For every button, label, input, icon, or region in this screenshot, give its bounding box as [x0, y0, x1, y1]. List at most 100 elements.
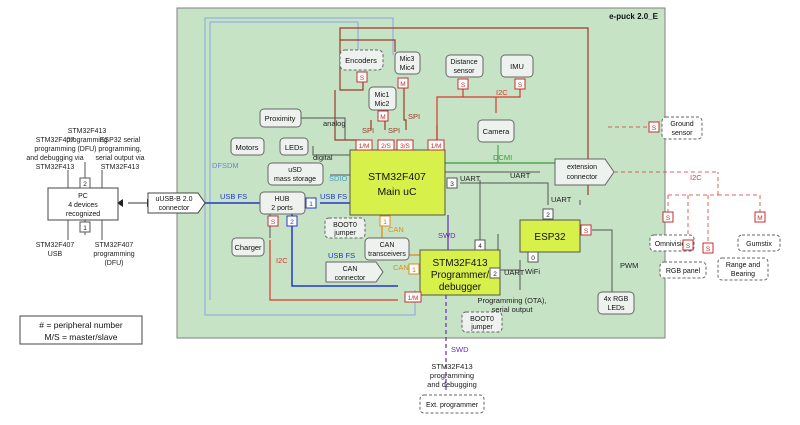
svg-text:Mic2: Mic2 — [375, 101, 390, 108]
svg-text:SWD: SWD — [438, 231, 456, 240]
svg-text:4 devices: 4 devices — [68, 202, 98, 209]
svg-text:I2C: I2C — [496, 88, 508, 97]
svg-text:I2C: I2C — [690, 173, 702, 182]
svg-text:USB FS: USB FS — [220, 192, 247, 201]
svg-text:analog: analog — [323, 119, 346, 128]
svg-text:SPI: SPI — [408, 112, 420, 121]
svg-text:4x RGB: 4x RGB — [604, 296, 629, 303]
svg-text:serial output via: serial output via — [95, 155, 144, 162]
svg-text:ESP32 serial: ESP32 serial — [100, 137, 141, 144]
svg-text:transceivers: transceivers — [368, 251, 406, 258]
svg-text:S: S — [271, 219, 276, 226]
usd-block — [267, 162, 324, 186]
ground-sensor-block — [661, 116, 703, 140]
svg-text:recognized: recognized — [66, 211, 100, 218]
svg-text:Ground: Ground — [670, 121, 693, 128]
svg-text:1/M: 1/M — [359, 143, 370, 150]
encoders-block — [339, 49, 384, 71]
svg-text:and debugging via: and debugging via — [26, 155, 83, 162]
svg-text:0: 0 — [531, 255, 535, 262]
svg-text:Gumstix: Gumstix — [746, 241, 772, 248]
svg-text:S: S — [461, 82, 466, 89]
svg-text:S: S — [652, 125, 657, 132]
programmer-role-2: debugger — [439, 282, 482, 293]
rgb-leds-block — [597, 291, 635, 315]
svg-text:DFSDM: DFSDM — [212, 161, 239, 170]
svg-text:UART: UART — [460, 174, 481, 183]
svg-text:programming: programming — [66, 137, 107, 144]
mic12-block — [368, 86, 397, 111]
svg-text:IMU: IMU — [510, 62, 524, 71]
svg-text:Mic1: Mic1 — [375, 92, 390, 99]
svg-text:PC: PC — [78, 193, 88, 200]
svg-text:BOOT0: BOOT0 — [470, 316, 494, 323]
gumstix-block — [737, 234, 781, 252]
charger-block — [231, 237, 265, 257]
svg-text:S: S — [706, 246, 711, 253]
svg-text:programming: programming — [430, 371, 474, 380]
bus-labels: DFSDM analog digital SDIO SPI SPI SPI I2… — [212, 88, 702, 389]
svg-text:Encoders: Encoders — [345, 56, 377, 65]
esp32-label: ESP32 — [534, 232, 566, 243]
svg-text:HUB: HUB — [275, 196, 290, 203]
svg-text:2: 2 — [493, 271, 497, 278]
svg-text:STM32F407: STM32F407 — [95, 242, 134, 249]
svg-text:USB: USB — [48, 251, 63, 258]
svg-text:CAN: CAN — [380, 242, 395, 249]
svg-text:Mic4: Mic4 — [400, 65, 415, 72]
svg-text:2: 2 — [83, 181, 87, 188]
svg-text:STM32F413: STM32F413 — [101, 164, 140, 171]
svg-text:CAN: CAN — [388, 225, 404, 234]
pc-port-notes: STM32F413 programming (DFU) STM32F407 pr… — [26, 128, 144, 267]
svg-text:Mic3: Mic3 — [400, 56, 415, 63]
svg-text:SPI: SPI — [388, 126, 400, 135]
svg-text:RGB panel: RGB panel — [666, 268, 701, 275]
svg-text:(DFU): (DFU) — [104, 260, 123, 267]
main-uc-chip — [349, 149, 446, 216]
svg-text:3/S: 3/S — [400, 143, 410, 150]
range-bearing-block — [717, 257, 769, 281]
svg-text:USB FS: USB FS — [320, 192, 347, 201]
svg-text:and debugging: and debugging — [427, 380, 477, 389]
spi-bus — [334, 27, 589, 195]
svg-text:WiFi: WiFi — [525, 267, 540, 276]
port-badges: S M M S S 1/M 2/S 3/S 1/M 3 2 S 0 4 2 1 … — [79, 71, 766, 303]
svg-text:2/S: 2/S — [381, 143, 391, 150]
svg-text:M: M — [400, 81, 405, 88]
svg-text:BOOT0: BOOT0 — [333, 222, 357, 229]
svg-text:connector: connector — [159, 205, 190, 212]
arrow-left-icon — [117, 199, 123, 207]
svg-text:programming: programming — [34, 146, 75, 153]
boot0-main-block — [324, 217, 366, 239]
extension-connector-block — [554, 158, 615, 186]
svg-text:Camera: Camera — [483, 127, 511, 136]
svg-text:I2C: I2C — [276, 256, 288, 265]
svg-text:1/M: 1/M — [408, 295, 419, 302]
svg-text:1: 1 — [383, 219, 387, 226]
svg-text:STM32F407: STM32F407 — [36, 137, 75, 144]
legend-line-1: # = peripheral number — [39, 320, 123, 330]
svg-text:STM32F413: STM32F413 — [68, 128, 107, 135]
svg-text:UART: UART — [551, 195, 572, 204]
svg-text:2: 2 — [290, 219, 294, 226]
svg-text:Omnivision: Omnivision — [655, 241, 690, 248]
svg-text:uSD: uSD — [288, 167, 302, 174]
svg-text:S: S — [518, 82, 523, 89]
svg-text:Proximity: Proximity — [265, 114, 296, 123]
camera-block — [477, 119, 515, 143]
svg-text:Distance: Distance — [450, 59, 477, 66]
svg-text:programming: programming — [93, 251, 134, 258]
programmer-name: STM32F413 — [432, 258, 487, 269]
main-uc-role: Main uC — [377, 186, 417, 198]
leds-block — [279, 137, 309, 156]
svg-text:STM32F407: STM32F407 — [36, 242, 75, 249]
svg-text:CAN: CAN — [343, 266, 358, 273]
mic34-block — [394, 51, 421, 75]
svg-text:M: M — [380, 114, 385, 121]
boot0-prog-block — [461, 311, 503, 333]
svg-text:digital: digital — [313, 153, 333, 162]
svg-text:M: M — [757, 215, 762, 222]
svg-text:connector: connector — [335, 275, 366, 282]
svg-text:S: S — [666, 215, 671, 222]
